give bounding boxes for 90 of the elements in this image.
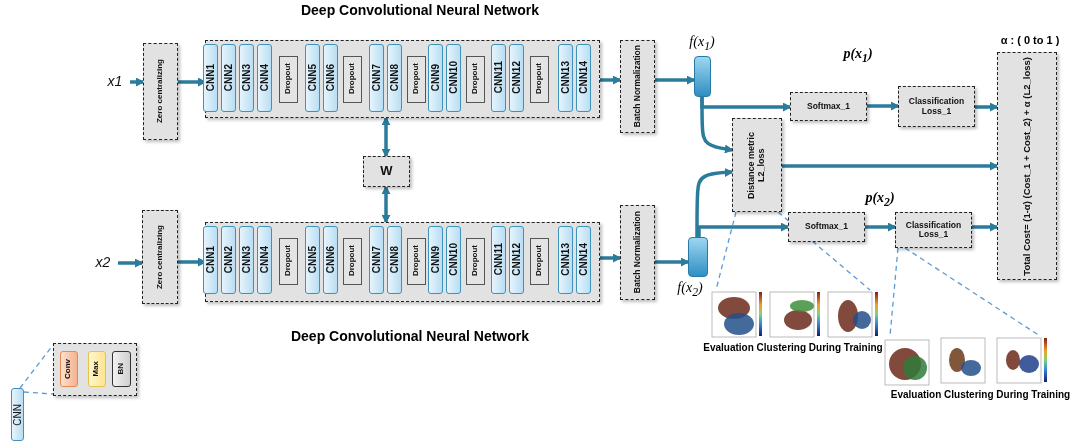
dropout-box: Dropout (465, 55, 485, 103)
arrow (381, 185, 391, 224)
bn-box: BN (111, 350, 131, 387)
normalization-box: Batch Normalization (620, 40, 655, 133)
formula-label: p(x$_{2}$) (863, 190, 896, 209)
leader-line (777, 211, 871, 291)
dropout-box: Dropout (406, 237, 426, 285)
arrow (381, 116, 391, 158)
dropout-box: Dropout (529, 55, 549, 103)
feature-vector-box (694, 56, 711, 97)
cnn-layer-box: CNN8 (386, 43, 402, 112)
arrow (782, 161, 999, 171)
loss-box: Classification Loss_1 (895, 212, 972, 248)
leader-line (889, 247, 899, 337)
dropout-box: Dropout (278, 237, 298, 285)
softmax-box: Softmax_1 (788, 212, 865, 242)
picture-label: Evaluation Clustering During Training (702, 342, 884, 353)
cnn-layer-box: CNN14 (575, 225, 591, 294)
cnn-layer-box: CNN8 (386, 225, 402, 294)
formula-label: f(x$_{2}$) (676, 280, 704, 299)
cnn-layer-box: CNN9 (427, 43, 443, 112)
cnn-layer-box: CNN2 (220, 43, 236, 112)
range-label: α : ( 0 to 1 ) (999, 34, 1061, 46)
input-label: x2 (88, 253, 118, 273)
arrow (695, 167, 734, 237)
process-box: Zero centralizing (142, 210, 178, 304)
distance-box: Distance metric L2_loss (732, 118, 782, 212)
dropout-box: Dropout (278, 55, 298, 103)
network-container (205, 222, 600, 302)
loss-box: Classification Loss_1 (898, 86, 975, 127)
title: Deep Convolutional Neural Network (299, 2, 540, 18)
cnn-layer-box: CNN12 (508, 43, 524, 112)
cnn-layer-box: CNN12 (508, 225, 524, 294)
network-container (205, 40, 600, 118)
picture (885, 336, 1050, 386)
arrow (655, 257, 690, 267)
cnn-layer-box: CNN9 (427, 225, 443, 294)
cnn-layer-box: CNN3 (238, 43, 254, 112)
arrow (867, 101, 900, 111)
conv-box: Conv (59, 350, 78, 387)
weights-box: W (363, 156, 410, 187)
normalization-box: Batch Normalization (620, 205, 655, 300)
cnn-layer-box: CNN10 (445, 43, 461, 112)
cnn-layer-box: CNN2 (220, 225, 236, 294)
formula-label: f(x$_{1}$) (688, 34, 716, 53)
dropout-box: Dropout (529, 237, 549, 285)
cnn-layer-box: CNN4 (256, 225, 272, 294)
max-box: Max (87, 350, 106, 387)
network-heading: Deep Convolutional Neural Network (289, 328, 530, 344)
arrow (697, 222, 790, 237)
arrow (972, 222, 999, 232)
cnn-layer-box: CNN6 (322, 43, 338, 112)
cnn-layer-box: CNN7 (368, 43, 384, 112)
dropout-box: Dropout (406, 55, 426, 103)
cnn-layer-box: CNN4 (256, 43, 272, 112)
cnn-layer-box: CNN (11, 388, 24, 441)
process-box: Zero centralizing (143, 43, 178, 140)
arrow (655, 75, 696, 85)
dropout-box: Dropout (342, 55, 362, 103)
arrow (700, 97, 734, 154)
input-label: x1 (100, 72, 130, 92)
dropout-box: Dropout (465, 237, 485, 285)
cnn-layer-box: CNN7 (368, 225, 384, 294)
dropout-box: Dropout (342, 237, 362, 285)
picture (712, 290, 880, 340)
arrow (118, 258, 144, 268)
cnn-layer-box: CNN10 (445, 225, 461, 294)
cnn-layer-box: CNN1 (202, 225, 218, 294)
arrow (600, 75, 622, 85)
cnn-layer-box: CNN1 (202, 43, 218, 112)
cnn-layer-box: CNN5 (304, 43, 320, 112)
cnn-layer-box: CNN11 (490, 43, 506, 112)
arrow (865, 222, 897, 232)
cnn-layer-box: CNN13 (557, 43, 573, 112)
cnn-layer-box: CNN14 (575, 43, 591, 112)
cnn-layer-box: CNN5 (304, 225, 320, 294)
cnn-layer-box: CNN6 (322, 225, 338, 294)
total-cost-box: Total Cost= (1-α) (Cost_1 + Cost_2) + α (L2_loss) (997, 52, 1057, 280)
arrow (975, 102, 999, 112)
network-container (53, 343, 137, 396)
cnn-layer-box: CNN13 (557, 225, 573, 294)
cnn-layer-box: CNN11 (490, 225, 506, 294)
softmax-box: Softmax_1 (790, 92, 867, 121)
leader-line (23, 391, 54, 395)
picture-label: Evaluation Clustering During Training (889, 389, 1072, 400)
arrow (600, 253, 622, 263)
formula-label: p(x$_{1}$) (841, 46, 874, 65)
cnn-layer-box: CNN3 (238, 225, 254, 294)
arrow (130, 77, 145, 87)
feature-vector-box (688, 237, 708, 277)
